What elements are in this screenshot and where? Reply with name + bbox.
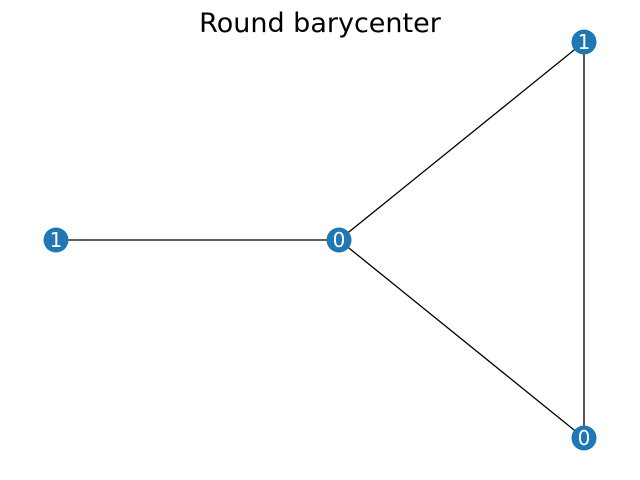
figure-title: Round barycenter [199,8,442,39]
edge-n1-n3 [338,239,585,439]
node-circle [571,425,597,451]
graph-node: 1 [43,227,69,253]
edges-layer [56,41,585,439]
node-label: 1 [578,30,591,54]
node-label: 0 [333,228,346,252]
node-label: 0 [578,426,591,450]
graph-node: 0 [571,425,597,451]
node-circle [43,227,69,253]
node-circle [326,227,352,253]
edge-n1-n2 [338,41,585,241]
nodes-layer: 1 0 1 0 [43,29,597,451]
graph-node: 0 [326,227,352,253]
graph-node: 1 [571,29,597,55]
node-label: 1 [50,228,63,252]
node-circle [571,29,597,55]
